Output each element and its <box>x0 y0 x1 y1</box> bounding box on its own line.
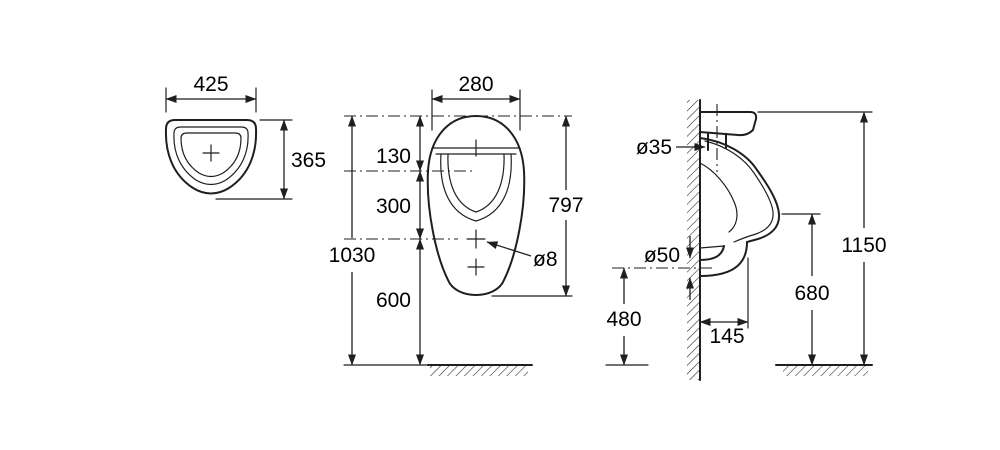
bowl-underside <box>699 245 725 249</box>
floor-hatch <box>430 366 528 376</box>
side-view: ø35 ø50 480 145 680 1150 <box>605 99 887 381</box>
dim-rim-offset: 130 <box>376 145 411 168</box>
dim-outlet-height: 600 <box>376 289 411 312</box>
front-view: 280 130 300 600 1030 797 ø8 <box>329 73 584 376</box>
front-view-outline <box>426 115 526 296</box>
top-view: 425 365 <box>164 73 326 200</box>
dim-fixing-hole: ø8 <box>533 248 558 271</box>
floor-hatch <box>783 366 868 376</box>
top-view-bowl <box>180 132 242 178</box>
dim-outlet-diameter: ø50 <box>644 244 680 267</box>
trap-top <box>699 245 725 261</box>
dim-fixing-height: 680 <box>794 282 829 305</box>
dim-front-width: 280 <box>458 73 493 96</box>
dim-inlet-diameter: ø35 <box>636 136 672 159</box>
top-view-rim <box>173 126 249 186</box>
dim-outlet-projection: 145 <box>709 325 744 348</box>
flush-cover <box>699 111 758 137</box>
dim-body-height: 797 <box>548 194 583 217</box>
dim-bowl-span: 300 <box>376 195 411 218</box>
side-body-outline <box>699 137 781 243</box>
dim-overall-height: 1030 <box>329 244 376 267</box>
bowl-opening-inner <box>447 153 505 213</box>
top-view-outline <box>164 119 258 195</box>
side-body-inner <box>704 140 774 243</box>
dim-installation-height: 1150 <box>841 234 886 257</box>
wall-hatch <box>687 100 700 380</box>
dim-top-width: 425 <box>193 73 228 96</box>
trap-bottom <box>699 241 748 277</box>
bowl-opening-outer <box>440 153 512 222</box>
dim-outlet-height: 480 <box>606 308 641 331</box>
side-bowl-inner <box>699 162 738 233</box>
dim-top-depth: 365 <box>291 149 326 172</box>
leader-line <box>486 241 532 257</box>
